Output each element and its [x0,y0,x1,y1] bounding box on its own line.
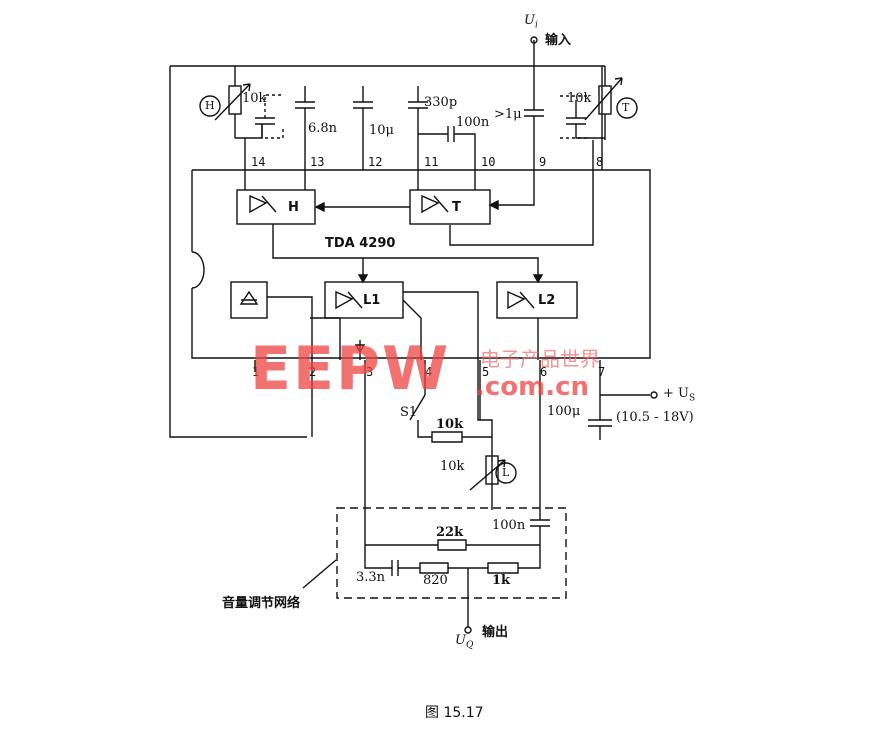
detector-block [230,281,268,319]
c-out-value: 100n [492,518,526,533]
ic-name: TDA 4290 [325,236,396,251]
l-knob-label: L [502,466,510,479]
pin-14: 14 [251,155,266,169]
watermark-url: .com.cn [475,372,590,402]
ui-symbol: Ui [524,13,538,31]
pin-6: 6 [540,365,548,379]
uq-symbol: UQ [455,633,474,651]
r-h-value: 10k [242,91,267,106]
pin-1: 1 [252,365,260,379]
block-l2-label: L2 [538,293,556,308]
figure-caption: 图 15.17 [425,705,484,721]
left-loop-wire [169,66,307,438]
pin-11: 11 [424,155,439,169]
r-l-pot-value: 10k [440,459,465,474]
l-knob-circle [495,462,517,484]
c-supply-value: 100μ [547,404,581,419]
r-t-value: 10k [567,91,592,106]
t-knob-circle [616,97,638,119]
block-t [409,189,491,225]
block-h-label: H [288,200,299,215]
volume-network-box [336,507,567,599]
supply-range: (10.5 - 18V) [616,410,694,425]
watermark-logo: EEPW [250,334,451,404]
block-l2 [496,281,578,319]
pin-13: 13 [310,155,325,169]
ic-outline [191,169,651,359]
c9-value: >1μ [494,107,522,122]
c13-value: 6.8n [308,121,338,136]
pin-3: 3 [366,365,374,379]
ic-notch [191,251,205,289]
r-1k-value: 1k [492,573,511,588]
pin-4: 4 [425,365,433,379]
r-22k-value: 22k [436,525,464,540]
c10-value: 100n [456,115,490,130]
watermark-cn: 电子产品世界 [480,347,600,371]
t-knob-label: T [622,101,630,114]
pin-8: 8 [596,155,604,169]
pin-9: 9 [539,155,547,169]
switch-s1-label: S1 [400,405,418,420]
c12-value: 10μ [369,123,394,138]
h-knob-label: H [205,99,215,112]
network-label: 音量调节网络 [222,596,301,611]
pot-l [485,455,499,485]
block-h [236,189,316,225]
pin-7: 7 [598,365,606,379]
pin-10: 10 [481,155,496,169]
pin-5: 5 [482,365,490,379]
pin-2: 2 [309,365,317,379]
block-t-label: T [452,200,461,215]
c11-value: 330p [424,95,458,110]
r-l-value: 10k [436,417,464,432]
output-label: 输出 [482,625,509,640]
pot-t [598,85,612,115]
c-33n-value: 3.3n [356,570,386,585]
block-l1-label: L1 [363,293,381,308]
input-label: 输入 [545,33,572,48]
h-knob-circle [199,95,221,117]
us-label: + US [663,386,696,404]
pin-12: 12 [368,155,383,169]
r-820-value: 820 [423,573,448,588]
